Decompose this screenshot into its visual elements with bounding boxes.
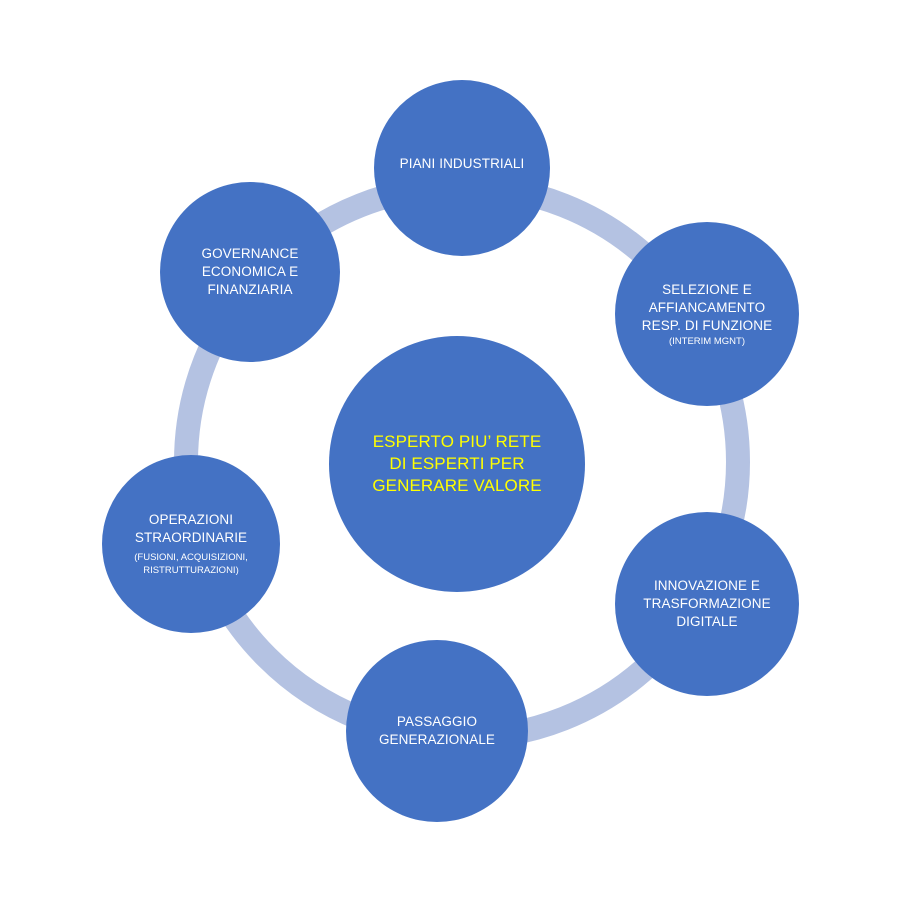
center-label: ESPERTO PIU’ RETE DI ESPERTI PER GENERAR… — [372, 432, 542, 495]
node-sublabel: (INTERIM MGNT) — [669, 335, 745, 347]
node-label: PIANI INDUSTRIALI — [399, 156, 525, 171]
node-operazioni: OPERAZIONI STRAORDINARIE (FUSIONI, ACQUI… — [102, 455, 280, 633]
node-sublabel: (FUSIONI, ACQUISIZIONI, RISTRUTTURAZIONI… — [134, 552, 248, 576]
node-label: PASSAGGIO GENERAZIONALE — [378, 714, 496, 747]
node-passaggio: PASSAGGIO GENERAZIONALE — [346, 640, 528, 822]
node-selezione: SELEZIONE E AFFIANCAMENTO RESP. DI FUNZI… — [615, 222, 799, 406]
node-governance: GOVERNANCE ECONOMICA E FINANZIARIA — [160, 182, 340, 362]
node-piani-industriali: PIANI INDUSTRIALI — [374, 80, 550, 256]
node-label: GOVERNANCE ECONOMICA E FINANZIARIA — [201, 246, 299, 297]
node-label: INNOVAZIONE E TRASFORMAZIONE DIGITALE — [643, 578, 771, 629]
center-node: ESPERTO PIU’ RETE DI ESPERTI PER GENERAR… — [329, 336, 585, 592]
node-innovazione: INNOVAZIONE E TRASFORMAZIONE DIGITALE — [615, 512, 799, 696]
node-label: SELEZIONE E AFFIANCAMENTO RESP. DI FUNZI… — [641, 281, 773, 333]
node-label: OPERAZIONI STRAORDINARIE — [134, 512, 248, 545]
